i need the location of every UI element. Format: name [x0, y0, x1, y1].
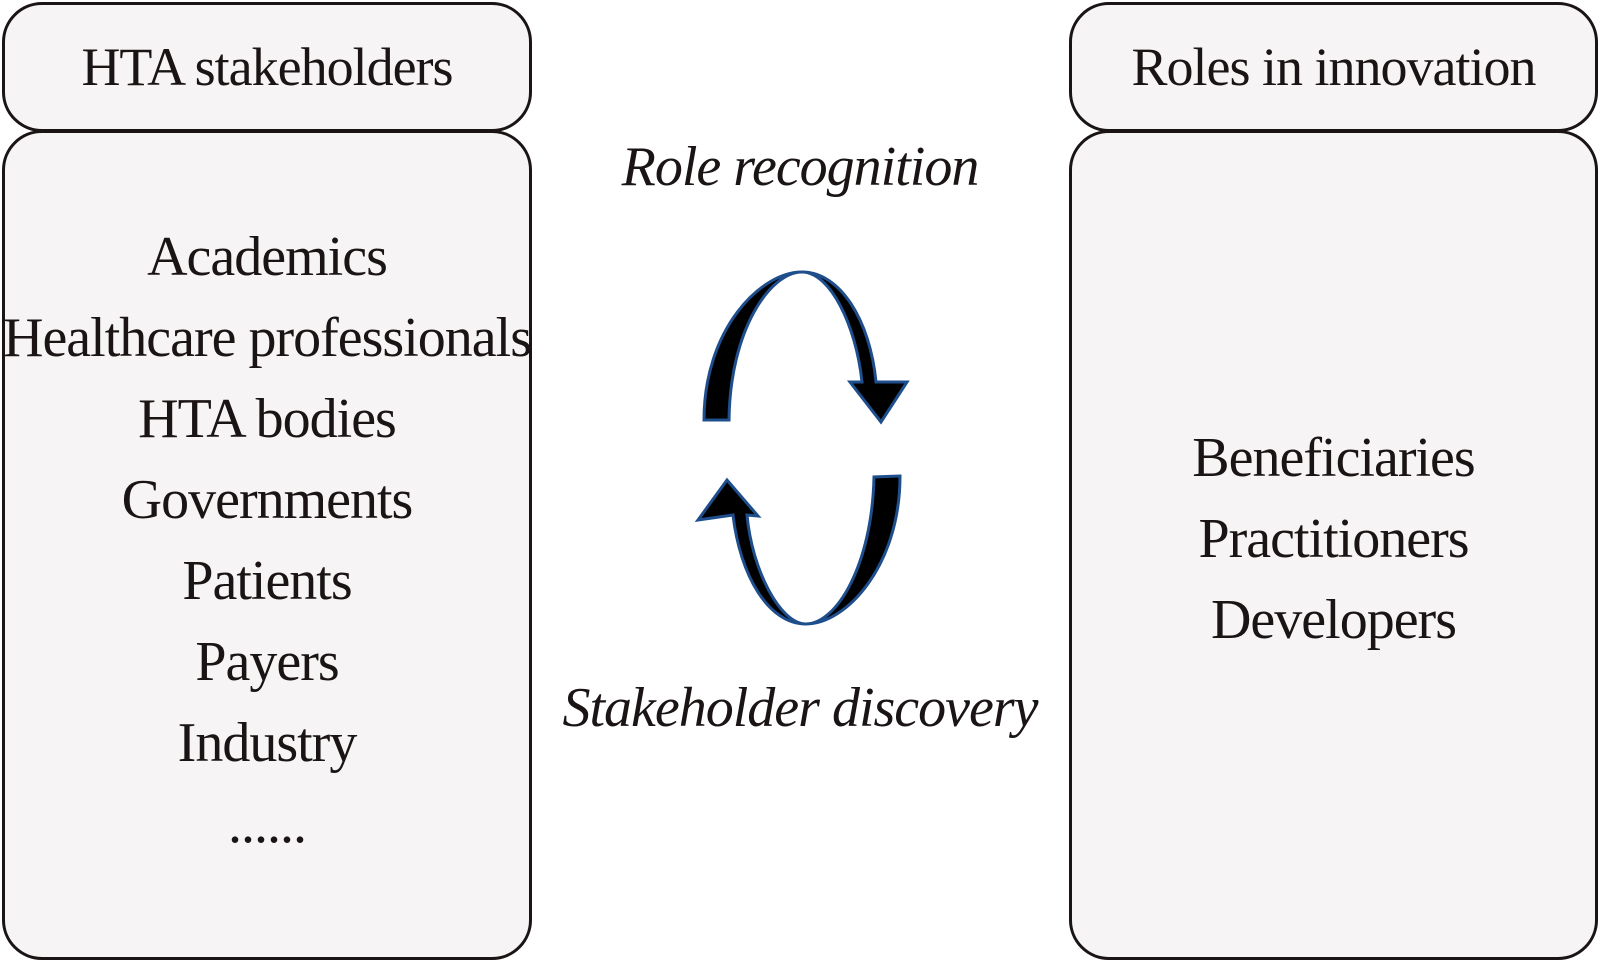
hta-stakeholders-header: HTA stakeholders [2, 2, 532, 132]
stakeholder-item: Academics [147, 226, 388, 288]
stakeholder-item: HTA bodies [138, 388, 397, 450]
stakeholder-item-ellipsis: ...... [228, 793, 307, 855]
hta-stakeholders-panel: Academics Healthcare professionals HTA b… [2, 130, 532, 960]
roles-in-innovation-panel: Beneficiaries Practitioners Developers [1069, 130, 1598, 960]
stakeholder-item: Governments [121, 469, 414, 531]
stakeholder-item: Healthcare professionals [3, 307, 532, 369]
stakeholder-item: Payers [195, 631, 339, 693]
role-item: Developers [1210, 588, 1457, 651]
role-recognition-label: Role recognition [621, 136, 980, 198]
stakeholder-item: Industry [177, 712, 358, 774]
stakeholder-item: Patients [182, 550, 352, 612]
roles-in-innovation-header: Roles in innovation [1069, 2, 1598, 132]
stakeholder-list: Academics Healthcare professionals HTA b… [3, 217, 532, 865]
role-item: Beneficiaries [1192, 426, 1475, 489]
role-item: Practitioners [1198, 507, 1469, 570]
stakeholder-discovery-label: Stakeholder discovery [562, 677, 1038, 739]
hta-stakeholders-title: HTA stakeholders [81, 37, 453, 97]
roles-in-innovation-title: Roles in innovation [1131, 37, 1537, 97]
clockwise-arrow-bottom-icon [694, 474, 902, 626]
clockwise-arrow-top-icon [702, 270, 910, 425]
roles-list: Beneficiaries Practitioners Developers [1192, 418, 1475, 661]
